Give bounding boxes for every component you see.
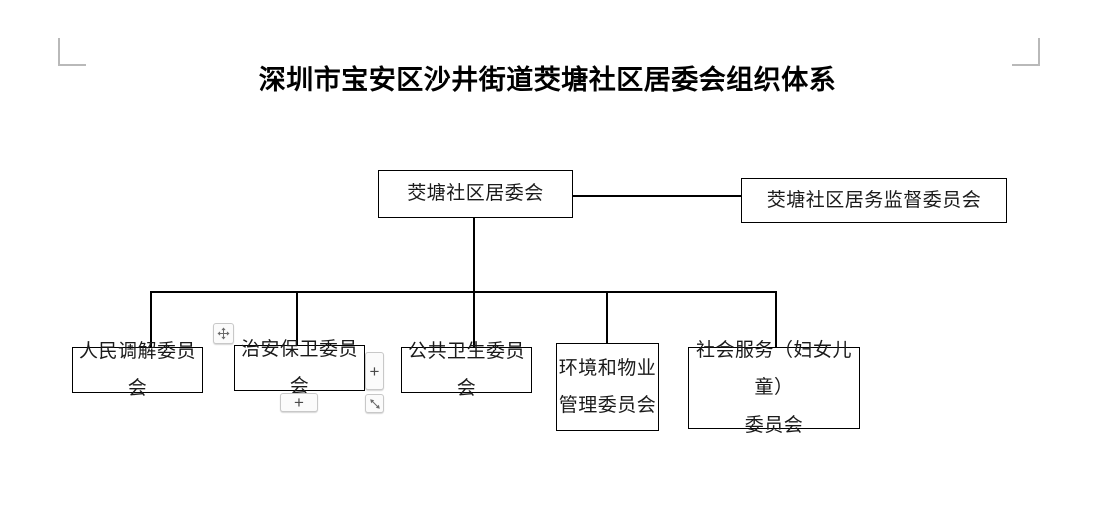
move-handle[interactable] [213,323,234,344]
add-shape-below-button[interactable]: + [280,393,318,412]
node-child-social-services[interactable]: 社会服务（妇女儿童） 委员会 [688,340,860,436]
connector-drop-child1 [150,291,152,347]
node-child-public-security[interactable]: 治安保卫委员会 [234,339,365,397]
connector-root-stem [473,218,475,292]
node-child3-label: 公共卫生委员会 [407,340,525,399]
add-shape-right-button[interactable]: + [365,352,384,390]
connector-drop-child4 [606,291,608,343]
connector-drop-child2 [296,291,298,347]
connector-drop-child5 [775,291,777,347]
node-child2-label: 治安保卫委员会 [240,338,358,397]
node-child5-label: 社会服务（妇女儿童） 委员会 [689,332,859,443]
plus-icon-below: + [294,393,304,412]
node-supervisor[interactable]: 茭塘社区居务监督委员会 [741,178,1007,223]
node-child5-line1: 社会服务（妇女儿童） [695,340,852,399]
node-child-people-mediation[interactable]: 人民调解委员会 [72,341,203,399]
node-root-label: 茭塘社区居委会 [407,183,544,205]
resize-diagonal-icon [369,398,380,409]
connector-root-to-supervisor [573,195,741,197]
resize-handle[interactable] [365,394,384,413]
node-child-environment-property[interactable]: 环境和物业 管理委员会 [556,343,659,431]
node-child4-line1: 环境和物业 [558,357,657,379]
node-child-public-health[interactable]: 公共卫生委员会 [401,341,532,399]
node-child1-label: 人民调解委员会 [78,340,196,399]
page-corner-mark-top-left [58,38,86,66]
plus-icon-right: + [369,361,380,381]
connector-drop-child3 [473,291,475,347]
node-child4-label: 环境和物业 管理委员会 [557,350,658,424]
node-supervisor-label: 茭塘社区居务监督委员会 [766,189,982,211]
node-child4-line2: 管理委员会 [558,395,657,416]
move-four-arrows-icon [217,327,230,340]
page-title: 深圳市宝安区沙井街道茭塘社区居委会组织体系 [258,65,837,95]
page-corner-mark-top-right [1012,38,1040,66]
node-child5-line2: 委员会 [744,414,804,436]
node-root[interactable]: 茭塘社区居委会 [378,170,573,218]
connector-bus [150,291,776,293]
